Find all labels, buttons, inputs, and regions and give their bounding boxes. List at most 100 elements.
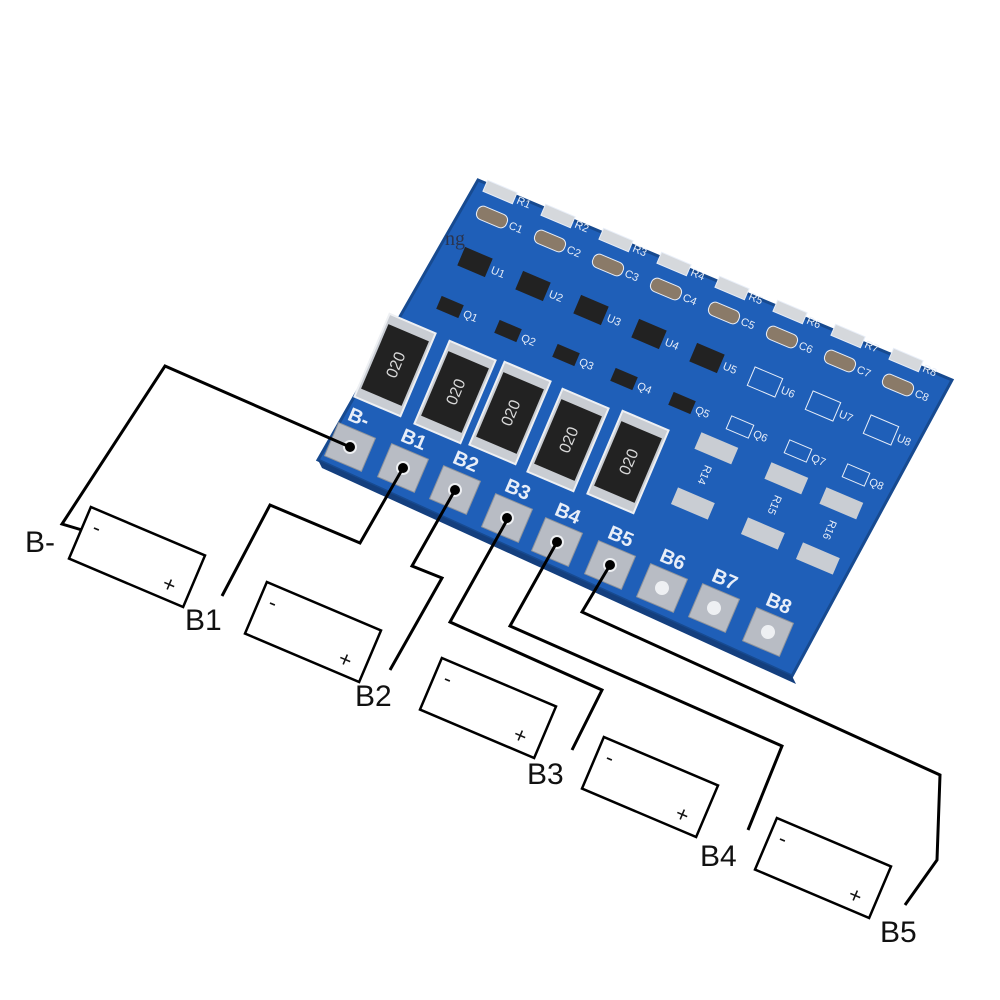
ic-body (515, 270, 551, 302)
terminal-label-b1: B1 (185, 604, 222, 637)
silk-label: Q7 (809, 452, 827, 469)
ic-body (457, 246, 493, 278)
battery-cell-2: -+ (243, 580, 383, 684)
battery-body (243, 580, 383, 684)
pcb-edge (318, 460, 796, 684)
wire-b5 (579, 564, 942, 906)
ic-body (862, 414, 900, 446)
wires (59, 364, 942, 906)
transistor-body (668, 391, 696, 415)
silk-label: U8 (895, 432, 913, 449)
wire-connection-dot (450, 485, 460, 495)
power-resistor: 020 (353, 312, 437, 418)
transistor-body (436, 295, 464, 319)
resistor-body (476, 372, 544, 454)
terminal-label-b3: B3 (527, 758, 564, 791)
silk-label: U7 (837, 408, 855, 425)
wire-b3 (447, 519, 605, 751)
transistor-body (841, 463, 871, 487)
silk-label: U6 (779, 384, 797, 401)
silk-label: C6 (797, 340, 815, 357)
transistor-Q7: Q7 (783, 439, 827, 469)
silk-label: Q6 (751, 428, 769, 445)
resistor-body (421, 351, 489, 433)
ic-U6: U6 (746, 366, 797, 401)
terminal-label-b5: B5 (880, 916, 917, 949)
silk-label: Q1 (461, 308, 479, 325)
resistor-R2: R2 (540, 203, 591, 236)
silk-label: U5 (721, 360, 739, 377)
silk-label: Q2 (519, 332, 537, 349)
transistor-Q8: Q8 (841, 463, 885, 493)
smd-capacitor (707, 301, 741, 325)
pad-hole (707, 601, 721, 615)
smd-resistor (714, 275, 750, 301)
transistor-body (783, 439, 813, 463)
transistor-body (494, 319, 522, 343)
capacitor-C5: C5 (707, 301, 757, 333)
resistor-R8: R8 (888, 347, 939, 380)
resistor-R15: R15 (740, 462, 809, 550)
silk-label: R8 (921, 363, 939, 380)
resistor-pad (819, 487, 864, 520)
ic-U8: U8 (862, 414, 913, 449)
wire-b4 (507, 541, 784, 831)
resistor-pad (694, 432, 739, 465)
power-resistor: 020 (526, 387, 610, 493)
transistor-Q3: Q3 (552, 343, 595, 373)
battery-cell-4: -+ (580, 735, 720, 839)
wire-b2 (388, 489, 457, 671)
wire-connection-dot (345, 442, 355, 452)
smd-capacitor (881, 373, 915, 397)
ic-U4: U4 (631, 318, 681, 353)
silk-label: R5 (747, 291, 765, 308)
resistor-R1: R1 (482, 179, 532, 211)
silk-label: C7 (855, 364, 873, 381)
silk-label: C8 (913, 388, 931, 405)
resistor-pad (670, 487, 715, 520)
battery-cell-5: -+ (753, 816, 893, 920)
ic-U7: U7 (804, 390, 855, 425)
resistor-R7: R7 (830, 323, 880, 355)
smd-resistor (482, 179, 518, 205)
resistor-body (594, 421, 662, 503)
silk-label: U1 (489, 264, 507, 281)
transistor-Q1: Q1 (436, 295, 479, 325)
silk-label: Q4 (635, 380, 653, 397)
power-resistor: 020 (586, 409, 670, 515)
wire-connection-dot (398, 463, 408, 473)
resistor-body (534, 399, 602, 481)
silk-label: R6 (805, 315, 823, 332)
silk-label: R3 (631, 243, 649, 260)
smd-capacitor (649, 277, 683, 301)
battery-body (580, 735, 720, 839)
capacitor-C2: C2 (533, 229, 582, 260)
smd-resistor (888, 347, 924, 373)
silk-label: U2 (547, 288, 565, 305)
resistor-body (361, 324, 429, 406)
silk-label: U4 (663, 336, 681, 353)
smd-capacitor (765, 325, 799, 349)
smd-capacitor (823, 349, 857, 373)
silk-label: R2 (573, 219, 591, 236)
ic-body (573, 294, 609, 326)
smd-resistor (540, 203, 576, 229)
ic-body (746, 366, 784, 398)
resistor-pad (764, 462, 809, 495)
smd-capacitor (475, 205, 509, 229)
smd-capacitor (591, 253, 625, 277)
terminal-label-b2: B2 (355, 680, 392, 713)
transistor-body (552, 343, 580, 367)
transistor-body (725, 415, 755, 439)
ic-U3: U3 (573, 294, 622, 329)
wire-connection-dot (605, 560, 615, 570)
battery-cell-3: -+ (418, 656, 558, 760)
capacitor-C6: C6 (765, 325, 815, 357)
transistor-Q5: Q5 (668, 391, 711, 421)
silk-label: C5 (739, 316, 757, 333)
capacitor-C3: C3 (591, 253, 640, 284)
transistor-Q6: Q6 (725, 415, 769, 445)
wire-b1 (220, 467, 405, 597)
terminal-label-b-minus: B- (25, 526, 55, 559)
